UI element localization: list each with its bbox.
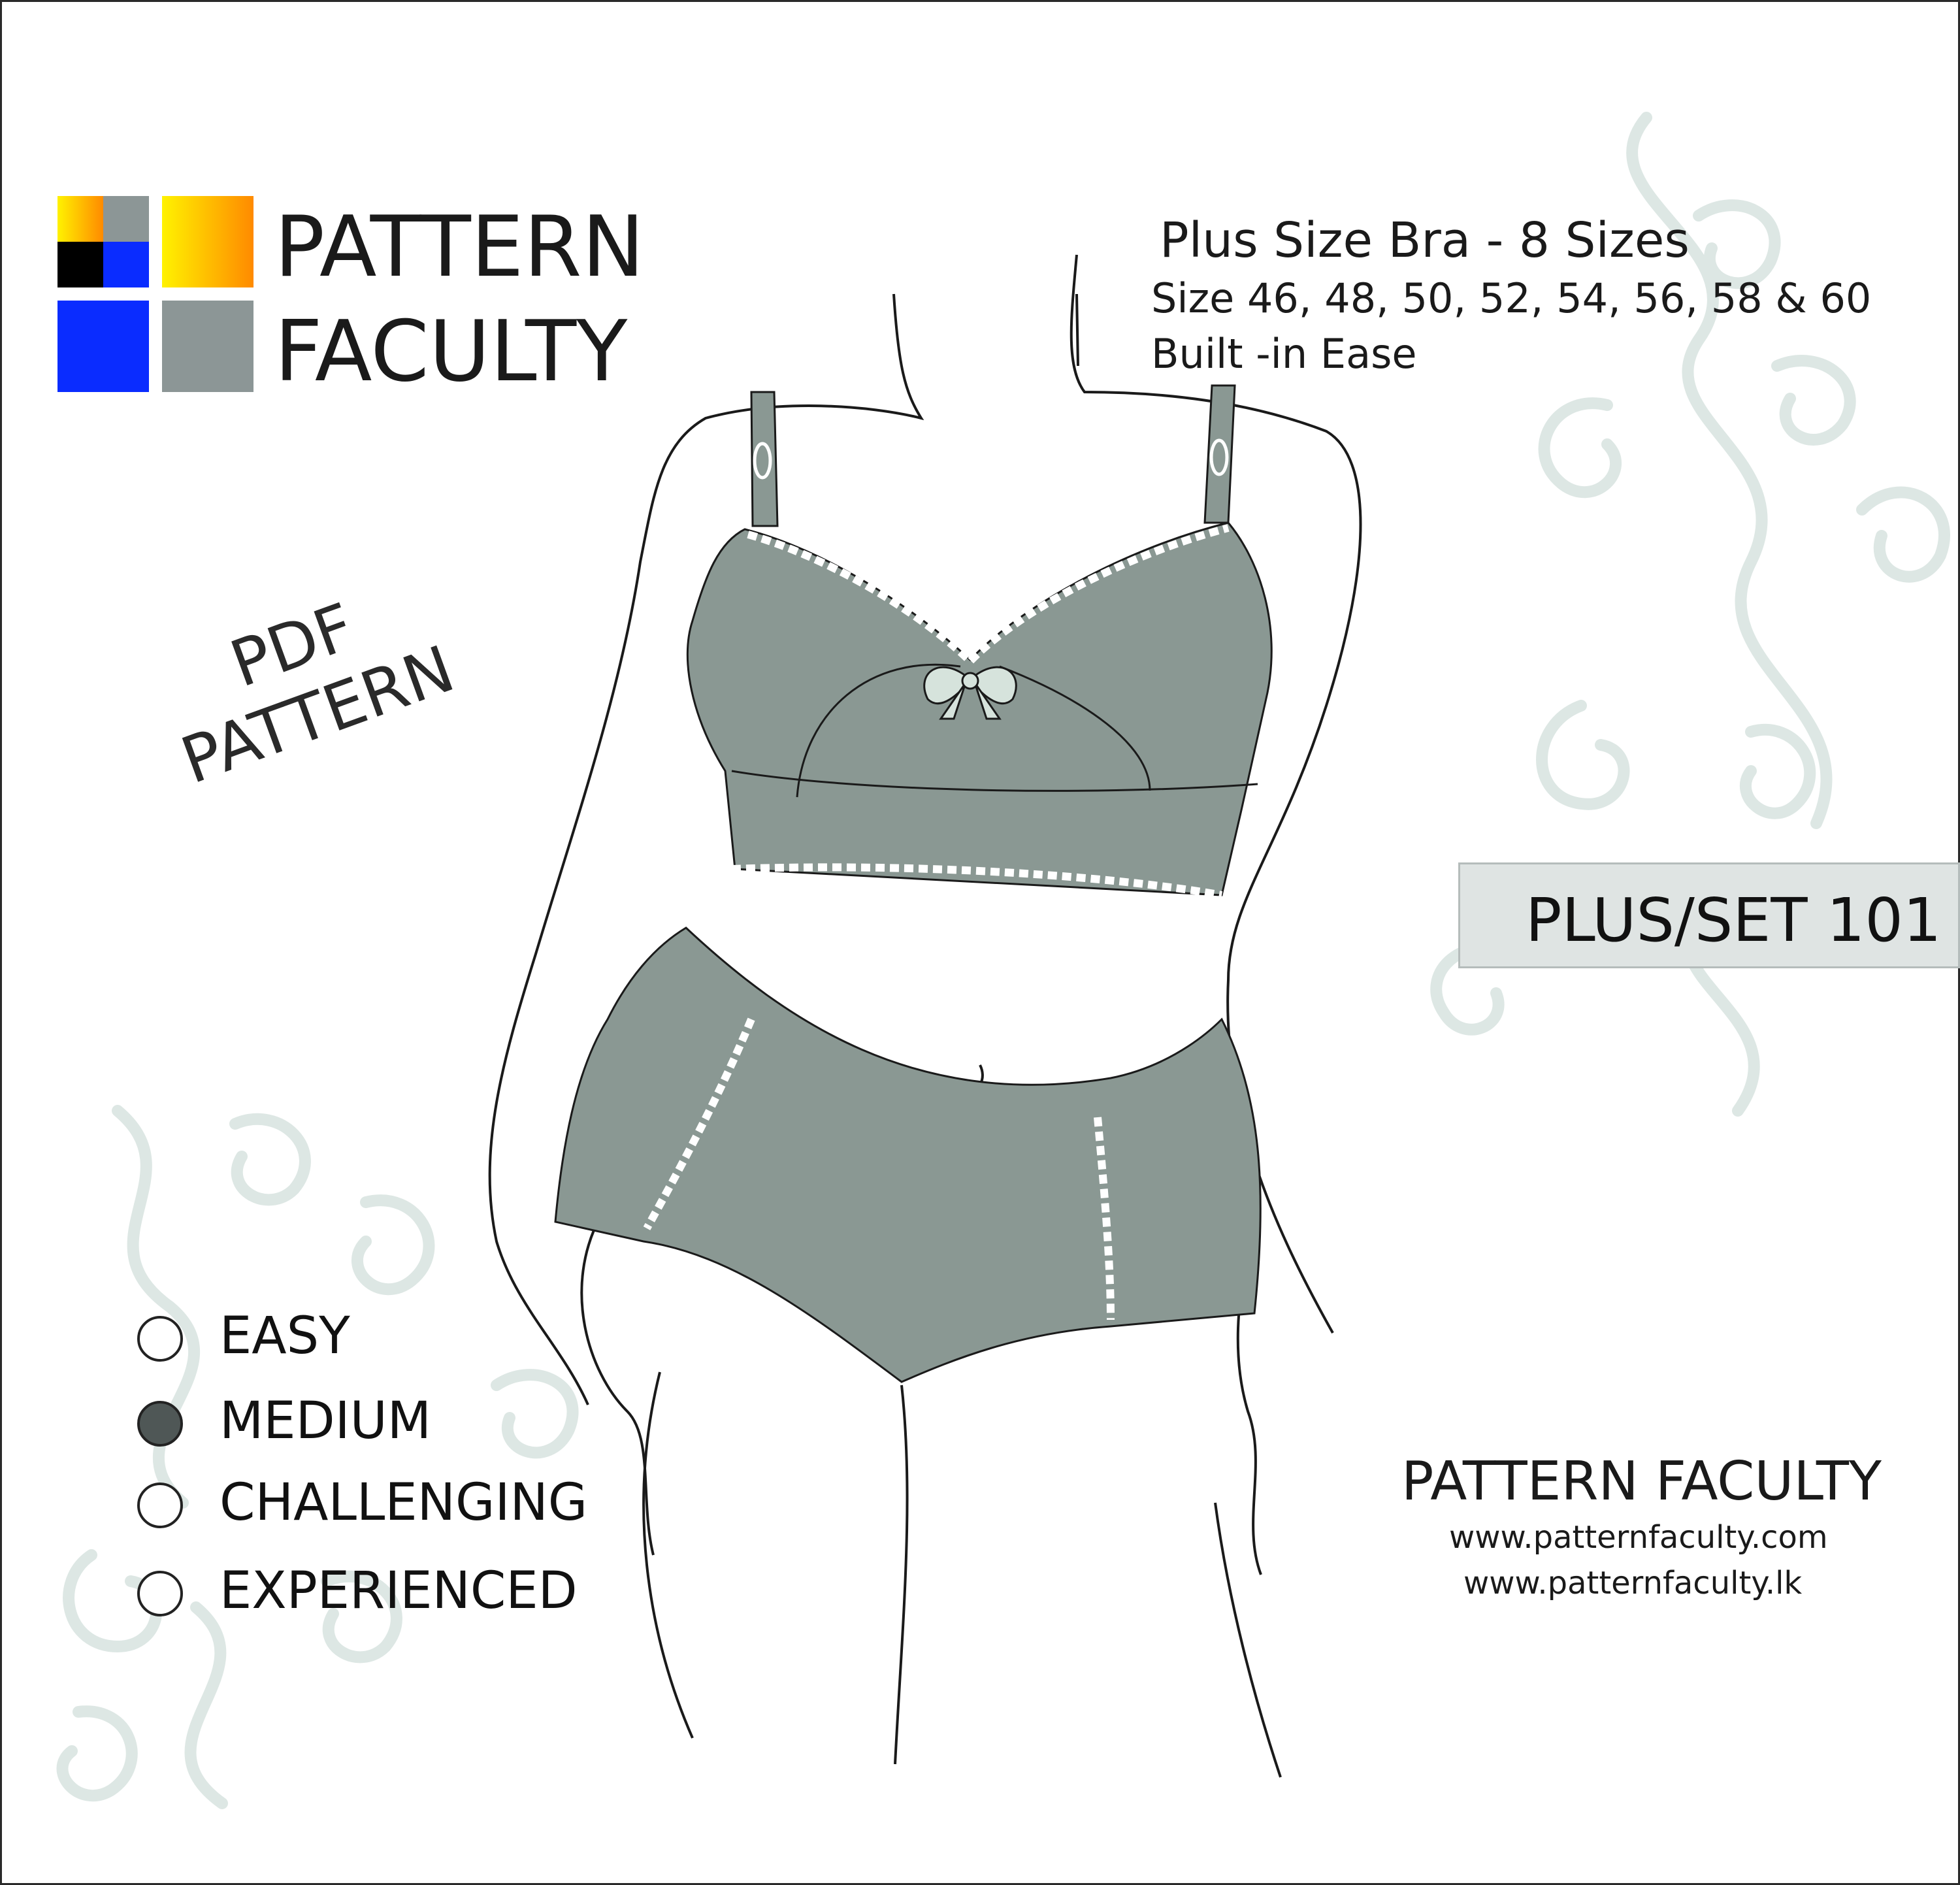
footer-url-lk[interactable]: www.patternfaculty.lk [1463,1565,1803,1601]
difficulty-label: EXPERIENCED [220,1562,578,1620]
difficulty-label: EASY [220,1307,350,1366]
difficulty-radio-experienced [137,1571,183,1616]
product-title: Plus Size Bra - 8 Sizes [1160,212,1690,269]
product-sizes: Size 46, 48, 50, 52, 54, 56, 58 & 60 [1151,274,1872,322]
product-ease: Built -in Ease [1151,330,1417,378]
bra-left-strap [750,391,779,527]
difficulty-label: CHALLENGING [220,1473,588,1532]
product-code-badge: PLUS/SET 101 [1458,862,1960,968]
briefs-illustration [554,926,1262,1383]
difficulty-radio-medium [137,1401,183,1447]
difficulty-label: MEDIUM [220,1392,432,1451]
bra-illustration [686,384,1273,899]
difficulty-radio-challenging [137,1483,183,1528]
logo-mark [57,196,253,392]
logo-text-line1: PATTERN [274,199,645,296]
product-code: PLUS/SET 101 [1526,885,1942,955]
bra-right-strap [1203,384,1236,524]
bra-bow [923,666,1017,720]
briefs-body [554,926,1262,1383]
footer-url-com[interactable]: www.patternfaculty.com [1449,1519,1828,1556]
bra-body [686,521,1273,896]
difficulty-radio-easy [137,1316,183,1362]
footer-brand: PATTERN FACULTY [1401,1451,1882,1513]
logo-text-line2: FACULTY [274,303,628,401]
